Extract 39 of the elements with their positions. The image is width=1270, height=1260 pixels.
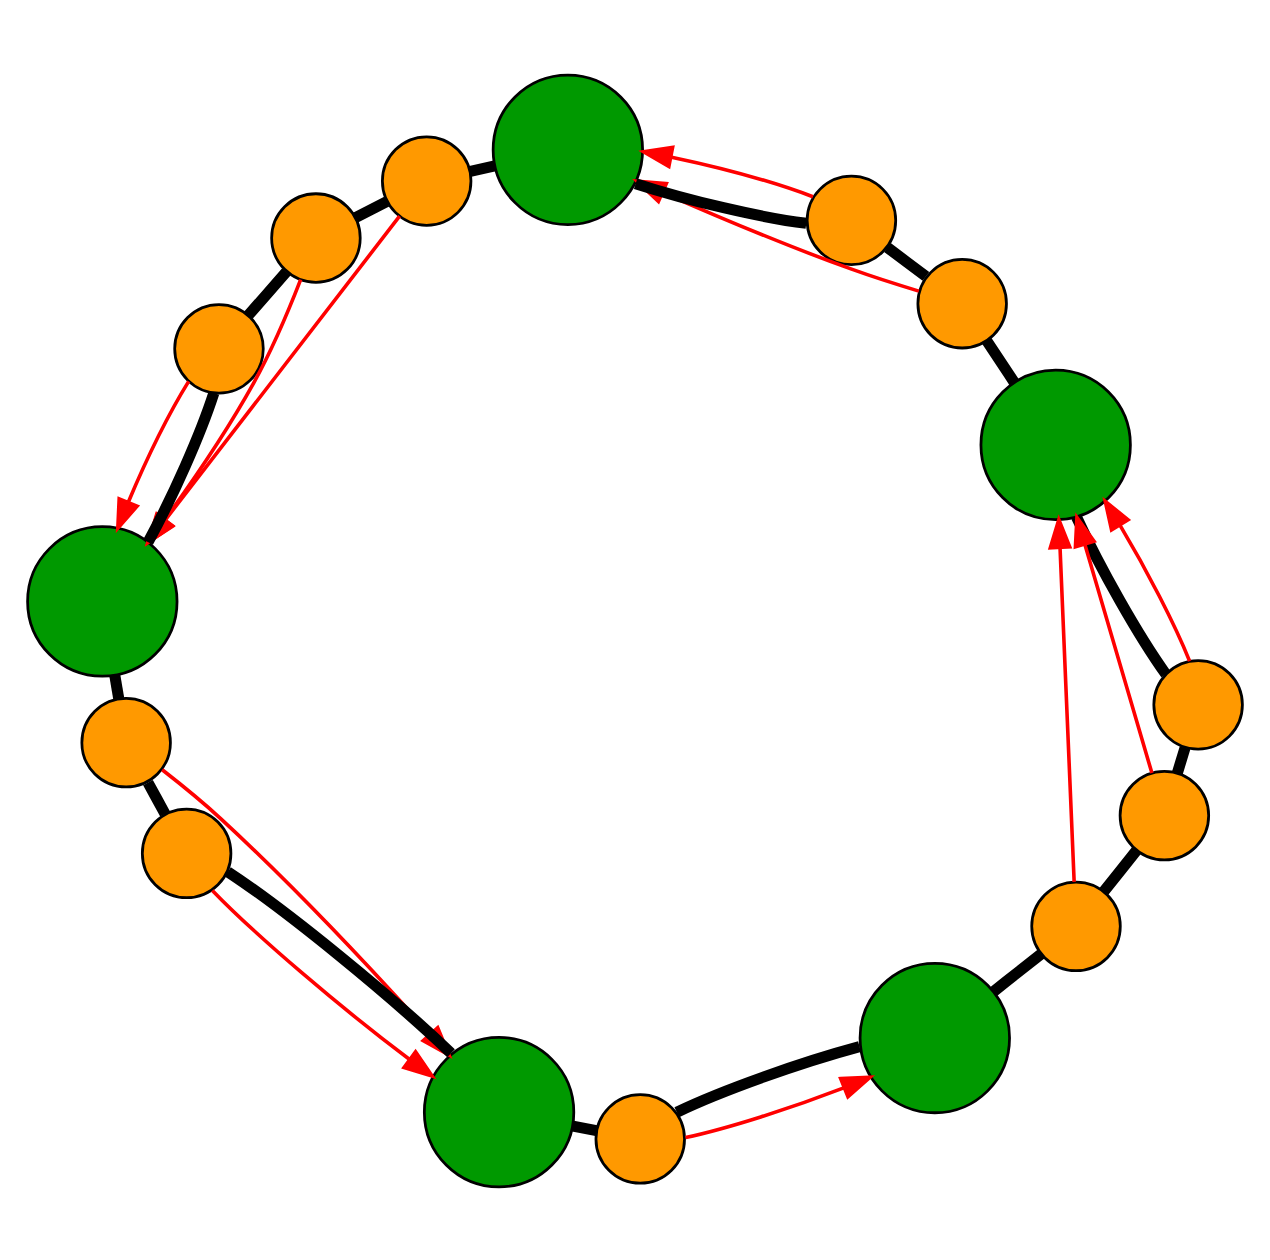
arrow bbox=[638, 144, 814, 198]
connector bbox=[1172, 745, 1191, 774]
node-circle bbox=[80, 695, 172, 788]
node-circle bbox=[1118, 768, 1211, 861]
connector bbox=[1071, 513, 1171, 677]
arrow bbox=[1047, 513, 1076, 881]
node-circle bbox=[140, 806, 233, 899]
arrow bbox=[685, 1074, 876, 1139]
connector bbox=[990, 948, 1045, 995]
connector bbox=[109, 673, 125, 699]
arrow bbox=[144, 278, 303, 546]
connector bbox=[884, 242, 930, 280]
node-circle bbox=[916, 257, 1008, 349]
node-circle bbox=[1152, 658, 1244, 750]
node-circle bbox=[491, 72, 644, 225]
connector bbox=[143, 390, 220, 544]
connector bbox=[674, 1040, 861, 1117]
node-circle bbox=[26, 524, 179, 677]
node-circle bbox=[381, 134, 473, 226]
connector bbox=[571, 1119, 598, 1136]
arrow bbox=[115, 379, 191, 533]
arrow bbox=[211, 888, 437, 1079]
connector bbox=[469, 159, 496, 176]
arrow bbox=[1073, 511, 1154, 773]
arrow bbox=[1102, 495, 1192, 661]
connector bbox=[352, 195, 390, 222]
connector bbox=[143, 779, 170, 816]
node-circle bbox=[594, 1092, 686, 1184]
node-circle bbox=[1030, 879, 1122, 972]
connector bbox=[1099, 846, 1141, 894]
node-circle bbox=[979, 367, 1132, 521]
node-circle bbox=[270, 191, 362, 283]
node-circle bbox=[858, 960, 1011, 1114]
node-circle bbox=[805, 173, 898, 266]
node-circle bbox=[173, 302, 265, 394]
node-circle bbox=[422, 1035, 576, 1188]
connector bbox=[982, 336, 1020, 385]
connector bbox=[244, 267, 291, 318]
arrow bbox=[144, 214, 401, 546]
